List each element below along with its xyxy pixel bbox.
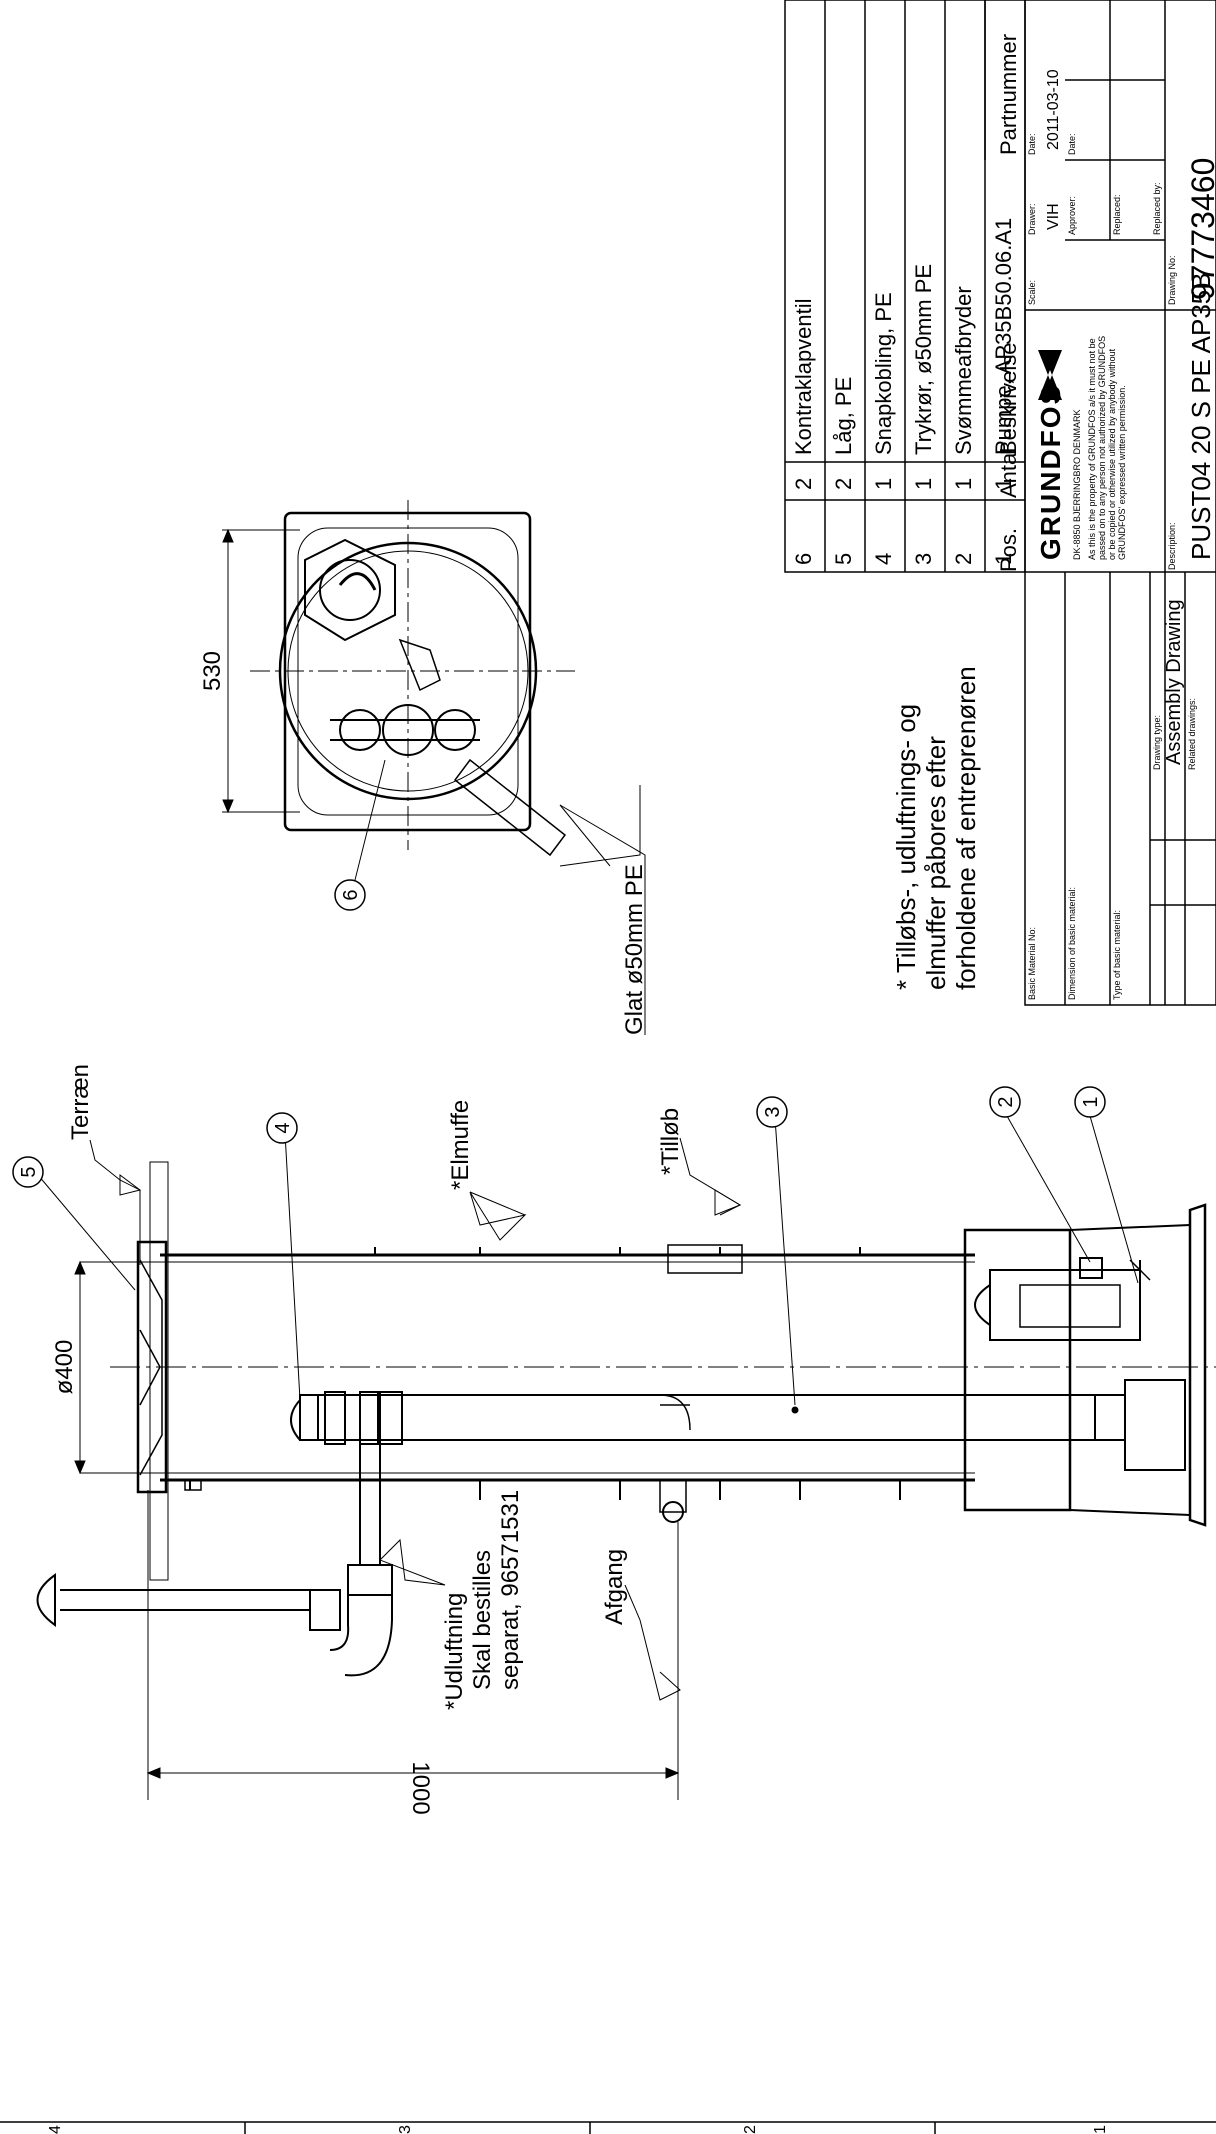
callout-5: 5	[18, 1166, 40, 1177]
parts-desc-3: Trykrør, ø50mm PE	[911, 264, 936, 455]
label-udluftning-2: Skal bestilles	[469, 1550, 496, 1690]
tb-drawing-type: Assembly Drawing	[1163, 599, 1185, 765]
note-line-1: * Tilløbs-, udluftnings- og	[891, 704, 921, 990]
grundfos-x-icon	[1038, 350, 1062, 400]
tb-address: DK-8850 BJERRINGBRO DENMARK	[1072, 409, 1082, 560]
label-elmuffe: *Elmuffe	[447, 1100, 474, 1190]
title-block	[1024, 0, 1216, 1006]
label-terraen: Terræn	[67, 1064, 94, 1140]
tb-related-drawings: Related drawings:	[1187, 698, 1197, 770]
parts-header-antal: Antal	[996, 448, 1021, 498]
parts-desc-5: Låg, PE	[831, 377, 856, 455]
dimension-width-530: 530	[199, 651, 226, 691]
callout-2: 2	[995, 1096, 1017, 1107]
side-view	[36, 1161, 1216, 1677]
grundfos-wordmark: GRUNDFOS	[1035, 384, 1066, 560]
tb-basic-material-no: Basic Material No:	[1027, 927, 1037, 1000]
tb-date-label: Date:	[1027, 133, 1037, 155]
tb-drawer: VIH	[1045, 203, 1062, 230]
tb-legal-1: As this is the property of GRUNDFOS a/s …	[1087, 338, 1097, 560]
leader-lines	[37, 759, 1139, 1701]
side-dimensions	[74, 1260, 680, 1800]
parts-pos-2: 2	[951, 553, 976, 565]
tb-type-basic-material: Type of basic material:	[1112, 910, 1122, 1000]
tb-description: PUST04 20 S PE AP35B	[1186, 272, 1216, 560]
tb-drawing-no-label: Drawing No:	[1167, 255, 1177, 305]
callout-4: 4	[272, 1122, 294, 1133]
parts-antal-4: 1	[871, 478, 896, 490]
dimension-height-1000: 1000	[407, 1761, 434, 1814]
tb-legal-3: or be copied or otherwise utilized by an…	[1107, 348, 1117, 560]
parts-antal-3: 1	[911, 478, 936, 490]
parts-desc-4: Snapkobling, PE	[871, 292, 896, 455]
dimension-diameter-400: ø400	[51, 1340, 78, 1395]
label-glat-pipe: Glat ø50mm PE	[621, 864, 648, 1035]
parts-antal-5: 2	[831, 478, 856, 490]
label-tillob: *Tilløb	[657, 1108, 684, 1175]
tb-approver-label: Approver:	[1067, 196, 1077, 235]
note-line-2: elmuffer påbores efter	[921, 736, 951, 990]
tb-drawing-no: 97773460	[1185, 158, 1216, 300]
parts-antal-2: 1	[951, 478, 976, 490]
parts-header-partnummer: Partnummer	[996, 34, 1021, 155]
tb-scale-label: Scale:	[1027, 280, 1037, 305]
zone-marker-1: 1	[1092, 2125, 1109, 2134]
tb-date: 2011-03-10	[1045, 69, 1062, 150]
callout-3: 3	[762, 1106, 784, 1117]
zone-markers: 4 3 2 1	[47, 2125, 1109, 2134]
tb-drawing-type-label: Drawing type:	[1152, 715, 1162, 770]
parts-pos-5: 5	[831, 553, 856, 565]
parts-desc-1: Pumpe, AP35B50.06.A1	[991, 218, 1016, 455]
label-udluftning-1: *Udluftning	[441, 1593, 468, 1710]
parts-desc-6: Kontraklapventil	[791, 298, 816, 455]
contractor-note: * Tilløbs-, udluftnings- og elmuffer påb…	[891, 666, 981, 990]
tb-dimension-basic-material: Dimension of basic material:	[1067, 887, 1077, 1000]
zone-marker-4: 4	[47, 2125, 64, 2134]
top-view	[222, 500, 646, 1035]
callout-6: 6	[340, 889, 362, 900]
parts-pos-4: 4	[871, 553, 896, 565]
tb-replaced-by-label: Replaced by:	[1152, 182, 1162, 235]
tb-description-label: Description:	[1167, 522, 1177, 570]
label-afgang: Afgang	[601, 1549, 628, 1625]
parts-antal-1: 1	[991, 478, 1016, 490]
parts-pos-1: 1	[991, 553, 1016, 565]
zone-marker-2: 2	[742, 2125, 759, 2134]
parts-header-pos: Pos.	[996, 528, 1021, 572]
parts-header-beskrivelse: Beskrivelse	[996, 343, 1021, 455]
tb-legal-2: passed on to any person not authorized b…	[1097, 336, 1107, 560]
label-udluftning-3: separat, 96571531	[497, 1490, 524, 1690]
callout-1: 1	[1080, 1096, 1102, 1107]
parts-antal-6: 2	[791, 478, 816, 490]
parts-pos-3: 3	[911, 553, 936, 565]
callout-bubbles	[12, 879, 1106, 1188]
zone-marker-3: 3	[397, 2125, 414, 2134]
grundfos-logo: GRUNDFOS	[1035, 350, 1066, 560]
frame	[0, 2121, 1216, 2134]
tb-legal-4: GRUNDFOS' expressed written permission.	[1117, 385, 1127, 560]
tb-replaced-label: Replaced:	[1112, 194, 1122, 235]
parts-pos-6: 6	[791, 553, 816, 565]
parts-desc-2: Svømmeafbryder	[951, 286, 976, 455]
parts-list	[784, 0, 1026, 573]
tb-drawer-label: Drawer:	[1027, 203, 1037, 235]
note-line-3: forholdene af entreprenøren	[951, 666, 981, 990]
tb-date2-label: Date:	[1067, 133, 1077, 155]
